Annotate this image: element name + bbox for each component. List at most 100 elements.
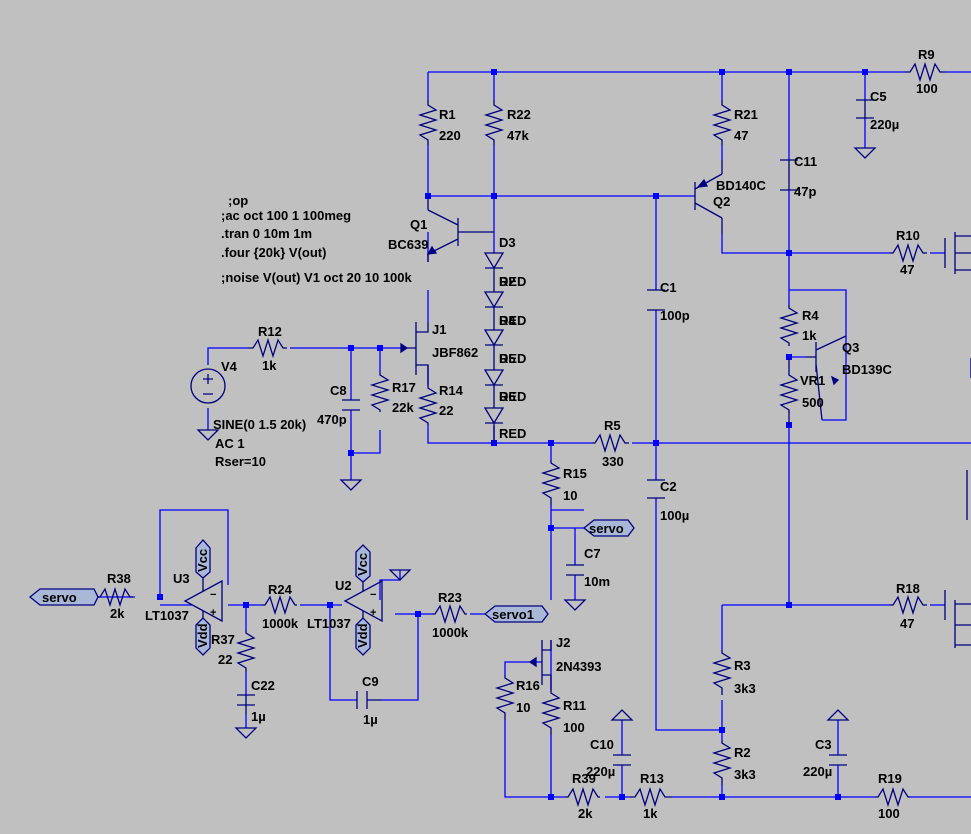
R14-body (417, 385, 439, 425)
c3-name: C3 (815, 737, 832, 752)
R13-body (630, 786, 672, 808)
diode-stack[interactable] (483, 252, 505, 443)
r16-value: 10 (516, 700, 530, 715)
C22-body (237, 694, 255, 706)
q2-value: BD140C (716, 178, 766, 193)
u2-minus: − (370, 589, 376, 601)
jfet-j2[interactable] (528, 640, 552, 690)
resistor-bodies (98, 61, 945, 808)
vcc-label: Vcc (195, 549, 210, 572)
net-label-servo-left[interactable]: servo (28, 588, 99, 606)
directive-four: .four {20k} V(out) (221, 245, 326, 260)
R38-body (98, 586, 133, 608)
r5-value: 330 (602, 454, 624, 469)
c1-value: 100p (660, 308, 690, 323)
C1-body (647, 289, 665, 311)
c8-name: C8 (330, 383, 347, 398)
r15-value: 10 (563, 488, 577, 503)
transistor-q1[interactable] (426, 196, 494, 262)
c10-name: C10 (590, 737, 614, 752)
r38-name: R38 (107, 571, 131, 586)
C10-body (613, 754, 631, 766)
r21-value: 47 (734, 128, 748, 143)
R19-body (875, 786, 910, 808)
c8-value: 470p (317, 412, 347, 427)
R24-body (262, 594, 297, 616)
junction-dots (157, 69, 868, 800)
VR1-body (778, 372, 800, 413)
net-label-servo-right[interactable]: servo (582, 519, 635, 537)
opamp-u3[interactable] (183, 575, 223, 625)
R1-body (417, 100, 439, 145)
d5-name: D5 (499, 351, 516, 366)
r39-name: R39 (572, 771, 596, 786)
v4-name: V4 (221, 359, 238, 374)
source-labels: V4 SINE(0 1.5 20k) AC 1 Rser=10 (213, 359, 306, 469)
supply-flag-u3-vdd[interactable]: Vdd (195, 617, 211, 656)
r12-value: 1k (262, 358, 277, 373)
c1-name: C1 (660, 280, 677, 295)
C2-body (647, 479, 665, 499)
r37-name: R37 (211, 632, 235, 647)
jfet-j1[interactable] (400, 322, 429, 385)
r10-name: R10 (896, 228, 920, 243)
C7-body (566, 564, 584, 576)
d5-led: RED (499, 351, 526, 366)
c9-value: 1µ (363, 712, 378, 727)
capacitor-bodies (237, 99, 874, 766)
C5-body (856, 99, 874, 119)
c22-value: 1µ (251, 709, 266, 724)
wires (98, 71, 971, 798)
r14-value: 22 (439, 403, 453, 418)
supply-flag-u2-vdd[interactable]: Vdd (355, 617, 371, 656)
c2-value: 100µ (660, 508, 689, 523)
u2-value: LT1037 (307, 616, 351, 631)
c11-value: 47p (794, 184, 816, 199)
directive-op: ;op (228, 193, 248, 208)
transistor-q3[interactable] (806, 335, 847, 421)
r18-value: 47 (900, 616, 914, 631)
R15-body (540, 460, 562, 505)
servo-label-left: servo (42, 590, 77, 605)
r2-value: 3k3 (734, 767, 756, 782)
ground-symbols (196, 147, 877, 739)
transistor-q2[interactable] (694, 160, 723, 234)
q2-name: Q2 (713, 194, 730, 209)
r22-value: 47k (507, 128, 529, 143)
u2-plus: + (370, 607, 376, 619)
net-label-servo1[interactable]: servo1 (483, 605, 549, 623)
R23-body (432, 603, 467, 625)
voltage-source-v4[interactable] (190, 368, 226, 404)
vr1-name: VR1 (800, 373, 825, 388)
r9-name: R9 (918, 47, 935, 62)
r23-name: R23 (438, 590, 462, 605)
r22-name: R22 (507, 107, 531, 122)
r19-name: R19 (878, 771, 902, 786)
r37-value: 22 (218, 652, 232, 667)
R5-body (592, 432, 629, 454)
r17-value: 22k (392, 400, 414, 415)
resistor-labels: R1 220 R22 47k R21 47 R9 100 R10 47 R4 1… (107, 47, 938, 821)
R11-body (540, 690, 562, 735)
d3-led: RED (499, 426, 526, 441)
directive-noise: ;noise V(out) V1 oct 20 10 100k (221, 270, 413, 285)
R21-body (711, 100, 733, 145)
spice-directives: ;op ;ac oct 100 1 100meg .tran 0 10m 1m … (221, 193, 413, 285)
r24-value: 1000k (262, 616, 299, 631)
r2-name: R2 (734, 745, 751, 760)
R9-body (905, 61, 945, 83)
supply-flag-u2-vcc[interactable]: Vcc (355, 544, 371, 583)
v4-ac: AC 1 (215, 436, 245, 451)
j1-name: J1 (432, 322, 446, 337)
r12-name: R12 (258, 324, 282, 339)
R17-body (369, 372, 391, 412)
mosfet-edge-bottom (944, 590, 971, 648)
q3-name: Q3 (842, 340, 859, 355)
c11-name: C11 (794, 154, 817, 169)
R12-body (248, 337, 287, 359)
c5-name: C5 (870, 89, 887, 104)
supply-flag-u3-vcc[interactable]: Vcc (195, 539, 211, 579)
r3-name: R3 (734, 658, 751, 673)
R39-body (565, 786, 600, 808)
